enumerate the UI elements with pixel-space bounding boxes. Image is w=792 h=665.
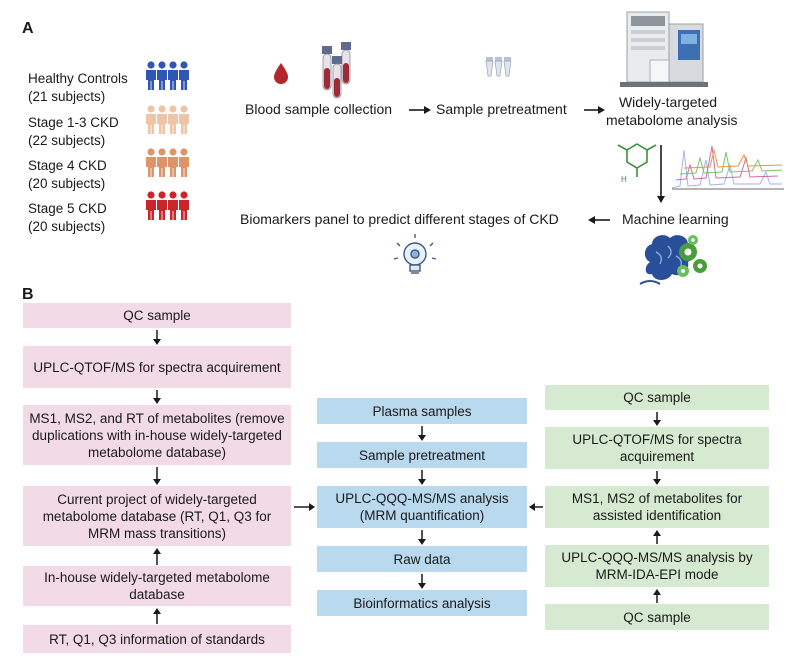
arrowhead bbox=[653, 589, 661, 595]
center-sample-pretreatment: Sample pretreatment bbox=[317, 442, 527, 468]
molecule-icon: H bbox=[617, 143, 657, 184]
cohort-count: (21 subjects) bbox=[28, 89, 106, 104]
right-qc-sample-bottom: QC sample bbox=[545, 604, 769, 630]
person-icon bbox=[168, 148, 178, 177]
arrowhead bbox=[153, 608, 161, 614]
person-icon bbox=[146, 105, 156, 134]
arrowhead bbox=[153, 548, 161, 554]
person-icon bbox=[146, 191, 156, 220]
step-biomarkers-panel: Biomarkers panel to predict different st… bbox=[240, 211, 559, 227]
cohort-name: Healthy Controls bbox=[28, 71, 128, 86]
step-widely-line1: Widely-targeted bbox=[618, 94, 718, 110]
step-machine-learning: Machine learning bbox=[622, 211, 729, 227]
arrowhead bbox=[588, 216, 595, 224]
arrowhead bbox=[653, 530, 661, 536]
arrowhead bbox=[653, 420, 661, 426]
arrowhead bbox=[418, 583, 426, 589]
person-icon bbox=[157, 148, 167, 177]
people-group-icon bbox=[146, 61, 189, 90]
people-group-icon bbox=[146, 191, 189, 220]
cohort-count: (22 subjects) bbox=[28, 133, 106, 148]
cohort-count: (20 subjects) bbox=[28, 176, 106, 191]
arrowhead bbox=[309, 503, 315, 511]
arrowhead bbox=[424, 106, 431, 114]
person-icon bbox=[157, 191, 167, 220]
brain-gears-icon bbox=[639, 235, 707, 285]
person-icon bbox=[157, 61, 167, 90]
person-icon bbox=[168, 191, 178, 220]
step-blood-collection: Blood sample collection bbox=[245, 101, 393, 117]
left-ms1-ms2-rt: MS1, MS2, and RT of metabolites (remove … bbox=[23, 405, 291, 465]
arrowhead bbox=[153, 398, 161, 404]
person-icon bbox=[146, 61, 156, 90]
person-icon bbox=[157, 105, 167, 134]
person-icon bbox=[146, 148, 156, 177]
cohort-stage4: Stage 4 CKD (20 subjects) bbox=[28, 157, 107, 193]
chromatogram-icon bbox=[671, 145, 784, 190]
arrowhead bbox=[418, 435, 426, 441]
cohort-name: Stage 1-3 CKD bbox=[28, 115, 119, 130]
cohort-healthy: Healthy Controls (21 subjects) bbox=[28, 70, 128, 106]
arrowhead bbox=[418, 539, 426, 545]
people-icons bbox=[146, 61, 189, 220]
svg-text:H: H bbox=[621, 175, 627, 184]
step-sample-pretreatment: Sample pretreatment bbox=[436, 101, 567, 117]
arrowhead bbox=[418, 479, 426, 485]
blood-drop-icon bbox=[274, 63, 288, 84]
person-icon bbox=[179, 191, 189, 220]
center-raw-data: Raw data bbox=[317, 546, 527, 572]
center-plasma-samples: Plasma samples bbox=[317, 398, 527, 424]
right-ms1-ms2: MS1, MS2 of metabolites for assisted ide… bbox=[545, 486, 769, 528]
arrowhead bbox=[598, 106, 605, 114]
right-uplc-qqq-ida: UPLC-QQQ-MS/MS analysis by MRM-IDA-EPI m… bbox=[545, 545, 769, 587]
people-group-icon bbox=[146, 148, 189, 177]
arrowhead bbox=[529, 503, 535, 511]
step-widely-targeted: Widely-targeted metabolome analysis bbox=[606, 93, 738, 129]
lightbulb-icon bbox=[393, 234, 437, 274]
step-widely-line2: metabolome analysis bbox=[606, 112, 738, 128]
center-uplc-qqq: UPLC-QQQ-MS/MS analysis (MRM quantificat… bbox=[317, 486, 527, 528]
left-current-project-db: Current project of widely-targeted metab… bbox=[23, 486, 291, 546]
right-qc-sample-top: QC sample bbox=[545, 385, 769, 410]
cohort-count: (20 subjects) bbox=[28, 219, 106, 234]
person-icon bbox=[168, 105, 178, 134]
left-uplc-qtof: UPLC-QTOF/MS for spectra acquirement bbox=[23, 346, 291, 388]
person-icon bbox=[179, 148, 189, 177]
panel-a-letter: A bbox=[22, 20, 34, 37]
center-bioinformatics: Bioinformatics analysis bbox=[317, 590, 527, 616]
sample-vials-icon bbox=[485, 57, 512, 77]
people-group-icon bbox=[146, 105, 189, 134]
arrowhead bbox=[153, 479, 161, 485]
cohort-stage1-3: Stage 1-3 CKD (22 subjects) bbox=[28, 114, 119, 150]
arrowhead bbox=[153, 339, 161, 345]
panel-b-letter: B bbox=[22, 286, 34, 303]
person-icon bbox=[179, 105, 189, 134]
arrowhead bbox=[657, 196, 665, 203]
left-qc-sample: QC sample bbox=[23, 303, 291, 328]
person-icon bbox=[168, 61, 178, 90]
cohort-name: Stage 5 CKD bbox=[28, 201, 107, 216]
blood-tubes-icon bbox=[322, 42, 351, 99]
mass-spectrometer-icon bbox=[620, 11, 708, 87]
right-uplc-qtof: UPLC-QTOF/MS for spectra acquirement bbox=[545, 427, 769, 469]
cohort-name: Stage 4 CKD bbox=[28, 158, 107, 173]
arrowhead bbox=[653, 479, 661, 485]
person-icon bbox=[179, 61, 189, 90]
cohort-stage5: Stage 5 CKD (20 subjects) bbox=[28, 200, 107, 236]
left-inhouse-db: In-house widely-targeted metabolome data… bbox=[23, 566, 291, 606]
left-standards-info: RT, Q1, Q3 information of standards bbox=[23, 625, 291, 653]
